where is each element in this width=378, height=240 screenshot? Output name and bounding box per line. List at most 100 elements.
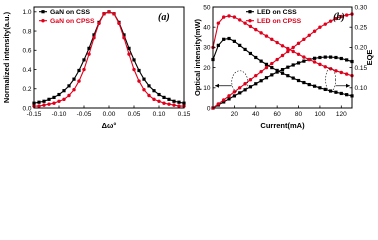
panel-b-series-3-point [302, 55, 306, 59]
panel-b-x-tick-label: 40 [252, 111, 260, 118]
panel-a-legend-label: GaN on CSS [50, 9, 90, 16]
panel-b-series-2-point [216, 43, 220, 47]
panel-b-y2-tick-label: 0.10 [355, 85, 368, 92]
panel-b-series-0-point [275, 70, 279, 74]
panel-a-series-0-point [177, 100, 181, 104]
panel-b-series-2-point [270, 66, 274, 70]
panel-b-series-3-point [344, 72, 349, 76]
panel-b-series-1-point [243, 82, 247, 86]
panel-a-y-tick-label: 0.2 [22, 86, 31, 93]
panel-a-x-tick-label: 0.15 [178, 111, 191, 118]
panel-b-series-2-point [291, 76, 295, 80]
panel-b-series-2-point [334, 90, 338, 94]
panel-b-series-3-point [275, 40, 279, 45]
panel-a-series-0-point [72, 77, 76, 81]
panel-b-series-2-point [312, 84, 317, 88]
panel-b-y-tick-label: 10 [203, 85, 211, 92]
panel-b-series-2-point [280, 71, 285, 75]
panel-b-x-tick-label: 60 [274, 111, 282, 118]
panel-b-x-tick-label: 80 [295, 111, 303, 118]
panel-a-x-tick-label: 0.00 [103, 111, 116, 118]
panel-a-series-1-point [67, 93, 71, 98]
panel-b-series-1-point [307, 33, 311, 37]
panel-b-y2-tick-label: 0.15 [355, 65, 368, 72]
panel-a-series-1-point [157, 99, 161, 103]
panel-a-series-1-point [77, 79, 81, 83]
panel-b-y-tick-label: 20 [203, 65, 211, 72]
panel-a-series-0-point [167, 97, 171, 101]
panel-b-series-3-point [264, 34, 269, 38]
panel-a-series-0-point [132, 58, 136, 62]
panel-b-y-axis-title: Optical intensity(mW) [193, 18, 202, 96]
panel-b-series-1-point [323, 22, 327, 26]
panel-b-y2-tick-label: 0.25 [355, 25, 368, 32]
panel-b-y-tick-label: 0 [207, 105, 211, 112]
panel-a-series-1-point [147, 93, 151, 98]
panel-b-series-0-point [222, 100, 226, 104]
panel-b-series-2-point [318, 86, 322, 90]
panel-b-series-3-point [339, 70, 344, 75]
panel-a-series-1-point [72, 88, 76, 92]
panel-a-series-0-point [52, 95, 56, 100]
panel-a-series-0-point [82, 58, 86, 62]
panel-b-series-2-point [275, 68, 279, 73]
panel-b-y2-tick-label: 0.20 [355, 45, 368, 52]
panel-b-right-arrowhead [346, 83, 350, 88]
panel-b-tag: (b) [333, 12, 345, 23]
panel-a-series-0-point [37, 100, 41, 104]
panel-a-series-1-point [142, 88, 146, 92]
panel-b-series-0-point [270, 73, 274, 77]
panel-b-y2-axis-title: EQE [365, 50, 374, 66]
panel-a-series-0-point [47, 97, 51, 101]
panel-b-series-1-point [291, 45, 295, 50]
panel-b-legend-label: LED on CSS [257, 9, 297, 16]
panel-a-series-1-point [127, 52, 131, 56]
panel-a-legend-label: GaN on CPSS [50, 18, 95, 25]
panel-b-series-0-point [345, 58, 349, 62]
panel-a-series-0-point [162, 95, 166, 100]
panel-b-series-2-point [254, 55, 258, 60]
panel-b-series-3-point [232, 15, 237, 19]
panel-b-series-2-point [302, 80, 306, 85]
panel-b-series-2-point [222, 37, 226, 41]
panel-b-frame [212, 6, 353, 109]
panel-b-series-0-point [280, 68, 285, 72]
panel-a-series-0-point [157, 92, 161, 97]
panel-b-series-0-point [259, 79, 263, 83]
panel-b-series-0-point [318, 55, 322, 60]
panel-b-series-3-point [254, 27, 258, 32]
panel-b-left-ellipse [231, 70, 249, 94]
panel-b-series-0-point [302, 59, 306, 63]
panel-a-y-tick-label: 0.8 [22, 28, 31, 35]
panel-b-y-tick-label: 40 [203, 25, 211, 32]
panel-a-tag: (a) [158, 12, 170, 23]
panel-b-series-0-point [329, 55, 333, 59]
panel-b-series-3-point [328, 67, 333, 71]
panel-a-series-0-point [152, 89, 156, 93]
panel-b-series-0-point [296, 61, 301, 65]
panel-b-series-2-point [296, 78, 301, 83]
panel-b-series-2-point [339, 91, 343, 96]
panel-b-series-1-point [270, 61, 274, 66]
panel-b-legend-marker [248, 19, 252, 23]
panel-b-series-1-point [334, 16, 338, 21]
panel-b-y2-tick-label: 0.30 [355, 4, 368, 11]
panel-b-series-1-point [339, 14, 344, 19]
panel-b-series-2-point [323, 87, 327, 92]
panel-a-series-1-point [97, 21, 101, 26]
panel-b-series-1-point [264, 65, 269, 70]
panel-b-series-2-point [259, 59, 263, 63]
panel-b-series-3-point [323, 65, 327, 69]
panel-b-series-1-point [248, 78, 253, 82]
panel-a-series-0-point [127, 46, 131, 50]
panel-a-x-tick-label: 0.05 [128, 111, 141, 118]
panel-b-series-3-point [238, 18, 242, 22]
panel-a-y-tick-label: 0.0 [22, 105, 31, 112]
panel-b-series-1-point [221, 98, 226, 102]
panel-b-legend-marker [248, 10, 252, 14]
panel-b-series-0-point [323, 55, 327, 59]
panel-a-series-0-point [67, 84, 71, 88]
panel-a-x-tick-label: -0.05 [77, 111, 92, 118]
panel-a-series-1-point [107, 10, 111, 14]
